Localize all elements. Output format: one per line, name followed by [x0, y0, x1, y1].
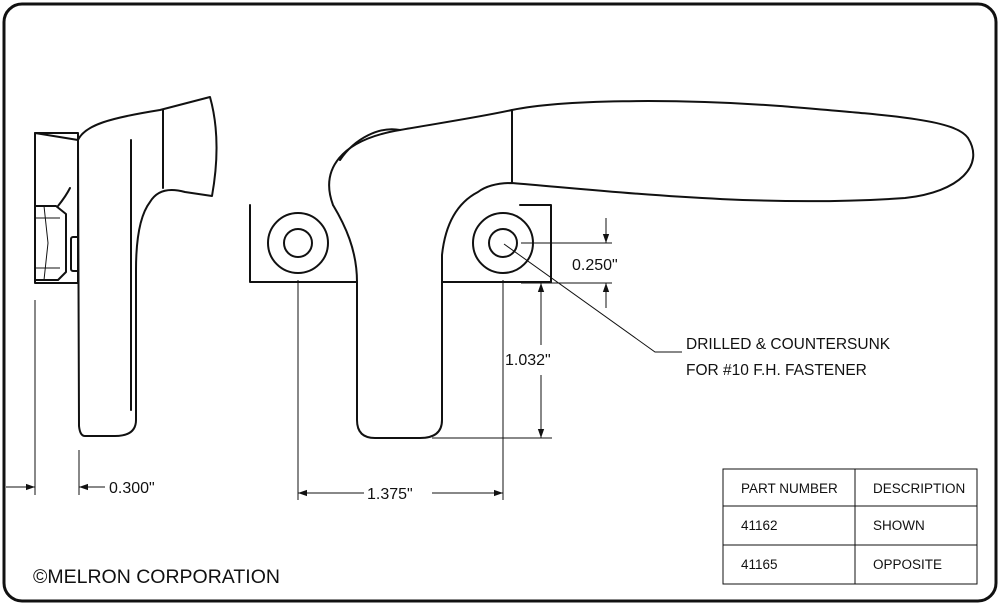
- side-view: [34, 96, 218, 437]
- table-cell-description: OPPOSITE: [873, 557, 942, 572]
- table-header-part-number: PART NUMBER: [741, 481, 838, 496]
- table-header-description: DESCRIPTION: [873, 481, 965, 496]
- table-cell-description: SHOWN: [873, 518, 925, 533]
- dimension-lines: [6, 218, 682, 500]
- table-cell-part-number: 41162: [741, 518, 778, 533]
- width-dimension: 1.375": [367, 486, 413, 503]
- side-depth-dimension: 0.300": [109, 480, 155, 497]
- parts-table: [722, 468, 978, 585]
- fastener-note-line2: FOR #10 F.H. FASTENER: [686, 362, 867, 379]
- hole-diameter-dimension: 0.250": [572, 257, 618, 274]
- fastener-note-line1: DRILLED & COUNTERSUNK: [686, 336, 891, 353]
- table-cell-part-number: 41165: [741, 557, 778, 572]
- copyright-text: ©MELRON CORPORATION: [33, 566, 280, 588]
- front-view: [249, 100, 975, 439]
- height-dimension: 1.032": [505, 352, 551, 369]
